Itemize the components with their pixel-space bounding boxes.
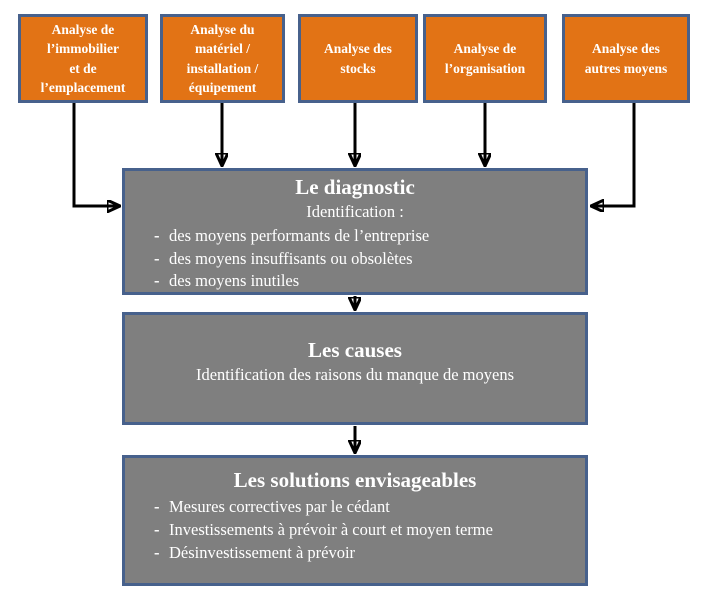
box-causes: Les causes Identification des raisons du… [122,312,588,425]
causes-subtitle: Identification des raisons du manque de … [195,365,514,385]
box-analyse-organisation: Analyse de l’organisation [423,14,547,103]
box-analyse-stocks: Analyse des stocks [298,14,418,103]
diagnostic-list-item: - des moyens inutiles [125,270,585,293]
diagnostic-list: - des moyens performants de l’entreprise… [125,225,585,293]
solutions-item-text: Désinvestissement à prévoir [169,542,356,562]
dash-bullet: - [154,248,160,268]
box-solutions: Les solutions envisageables - Mesures co… [122,455,588,586]
box-analyse-materiel-label: Analyse du matériel / installation / équ… [186,22,259,95]
box-diagnostic: Le diagnostic Identification : - des moy… [122,168,588,295]
diagnostic-item-text: des moyens performants de l’entreprise [169,225,430,245]
solutions-list-item: - Investissements à prévoir à court et m… [125,519,585,542]
diagnostic-item-text: des moyens insuffisants ou obsolètes [169,248,413,268]
solutions-list: - Mesures correctives par le cédant - In… [125,496,585,564]
arrow-autres-moyens-to-diagnostic [592,103,636,206]
box-analyse-autres-moyens-label: Analyse des autres moyens [584,41,668,76]
arrow-immobilier-to-diagnostic [72,103,119,206]
causes-title: Les causes [308,338,402,363]
box-analyse-stocks-label: Analyse des stocks [324,41,392,76]
box-analyse-autres-moyens: Analyse des autres moyens [562,14,690,103]
dash-bullet: - [154,225,160,245]
dash-bullet: - [154,497,160,517]
solutions-title: Les solutions envisageables [233,468,477,492]
box-analyse-immobilier-label: Analyse de l’immobilier et de l’emplacem… [40,22,126,95]
dash-bullet: - [154,542,160,562]
box-analyse-materiel: Analyse du matériel / installation / équ… [160,14,285,103]
solutions-item-text: Mesures correctives par le cédant [169,497,390,517]
box-analyse-immobilier: Analyse de l’immobilier et de l’emplacem… [18,14,148,103]
dash-bullet: - [154,271,160,291]
diagnostic-list-item: - des moyens insuffisants ou obsolètes [125,248,585,271]
diagnostic-list-item: - des moyens performants de l’entreprise [125,225,585,248]
box-analyse-organisation-label: Analyse de l’organisation [444,41,526,76]
dash-bullet: - [154,520,160,540]
solutions-list-item: - Mesures correctives par le cédant [125,496,585,519]
solutions-list-item: - Désinvestissement à prévoir [125,542,585,565]
solutions-item-text: Investissements à prévoir à court et moy… [169,520,493,540]
diagnostic-item-text: des moyens inutiles [169,271,300,291]
diagnostic-title: Le diagnostic [295,175,415,199]
diagnostic-subtitle: Identification : [306,202,404,222]
